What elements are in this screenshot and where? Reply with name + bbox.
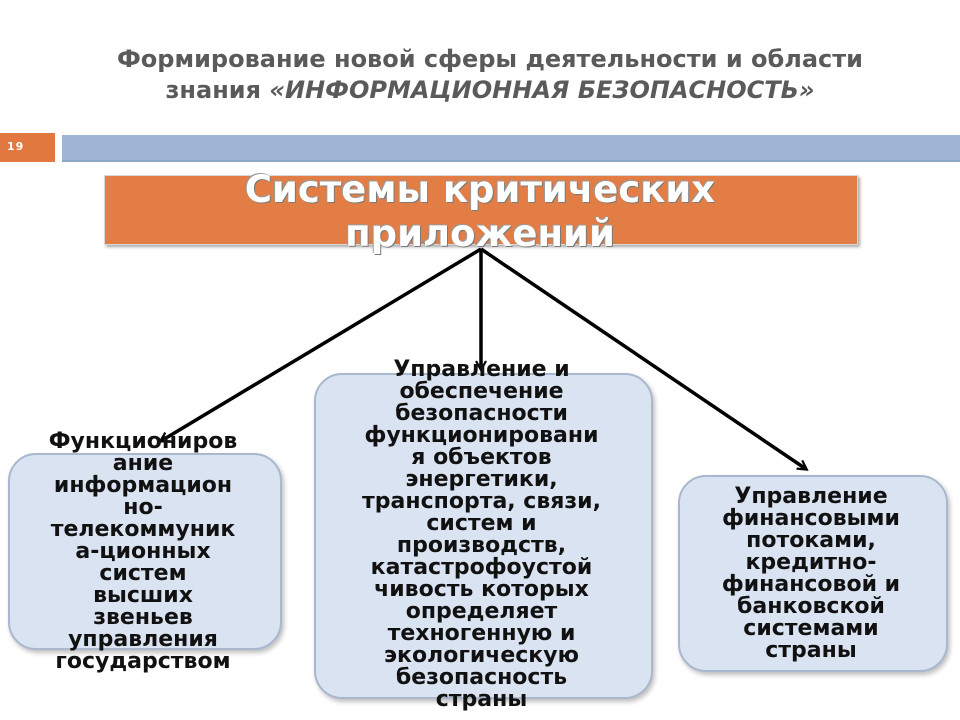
center-node-line: функционировани [364,423,599,448]
center-node-line: определяет [405,599,558,624]
slide-title: Формирование новой сферы деятельности и … [60,44,920,106]
right-node-line: потоками, [746,528,876,553]
center-node-line: производств, [396,533,567,558]
left-node-line: систем [99,561,187,586]
right-node-line: Управление [734,484,888,509]
left-node-line: высших [93,583,193,608]
slide-number-box: 19 [0,133,55,162]
slide-title-line1: Формирование новой сферы деятельности и … [117,45,863,73]
left-node-line: государством [55,649,231,674]
center-node-line: обеспечение [399,379,564,404]
right-node-box [678,475,948,672]
slide-title-line2: знания «ИНФОРМАЦИОННАЯ БЕЗОПАСНОСТЬ» [60,75,920,106]
right-node-line: финансовой и [721,572,901,597]
left-node-line: Функциониров [48,429,238,454]
left-node-line: звеньев [93,605,193,630]
center-node-line: энергетики, [405,467,558,492]
slide-number-bar: 19 [0,133,960,162]
center-node-line: безопасности [395,401,568,426]
decorative-bar [62,135,960,160]
left-node-line: телекоммуник [50,517,236,542]
center-node-line: чивость которых [374,577,589,602]
center-node-line: я объектов [411,445,552,470]
right-node-line: финансовыми [722,506,900,531]
left-node-line: ание [112,451,174,476]
slide-number: 19 [7,140,25,153]
right-node-line: системами [743,616,879,641]
left-node-line: а-ционных [75,539,211,564]
header-box [104,175,858,245]
center-node-line: катастрофоустой [370,555,593,580]
right-node-line: кредитно- [745,550,877,575]
left-node-box [8,453,282,650]
decorative-bar-underline [62,160,960,162]
left-node-line: информацион [53,473,233,498]
connector-to-left [161,247,482,441]
center-node-line: экологическую [384,643,579,668]
center-node-line: транспорта, связи, [362,489,601,514]
center-node-line: страны [435,687,528,712]
right-node-line: страны [765,638,857,663]
slide-title-emphasis: «ИНФОРМАЦИОННАЯ БЕЗОПАСНОСТЬ» [269,76,815,104]
right-node-line: банковской [737,594,885,619]
center-node-line: Управление и [393,357,570,382]
center-node-box [314,373,653,699]
left-node-line: управления [68,627,218,652]
header-line1: Системы критических [244,168,716,211]
header-line2: приложений [345,212,615,255]
slide-title-prefix: знания [165,76,270,104]
connector-to-right [480,247,806,469]
center-node-line: техногенную и [387,621,576,646]
center-node-line: безопасность [395,665,568,690]
left-node-line: но- [123,495,163,520]
center-node-line: систем и [426,511,537,536]
header-text: Системы критических приложений [104,168,856,256]
